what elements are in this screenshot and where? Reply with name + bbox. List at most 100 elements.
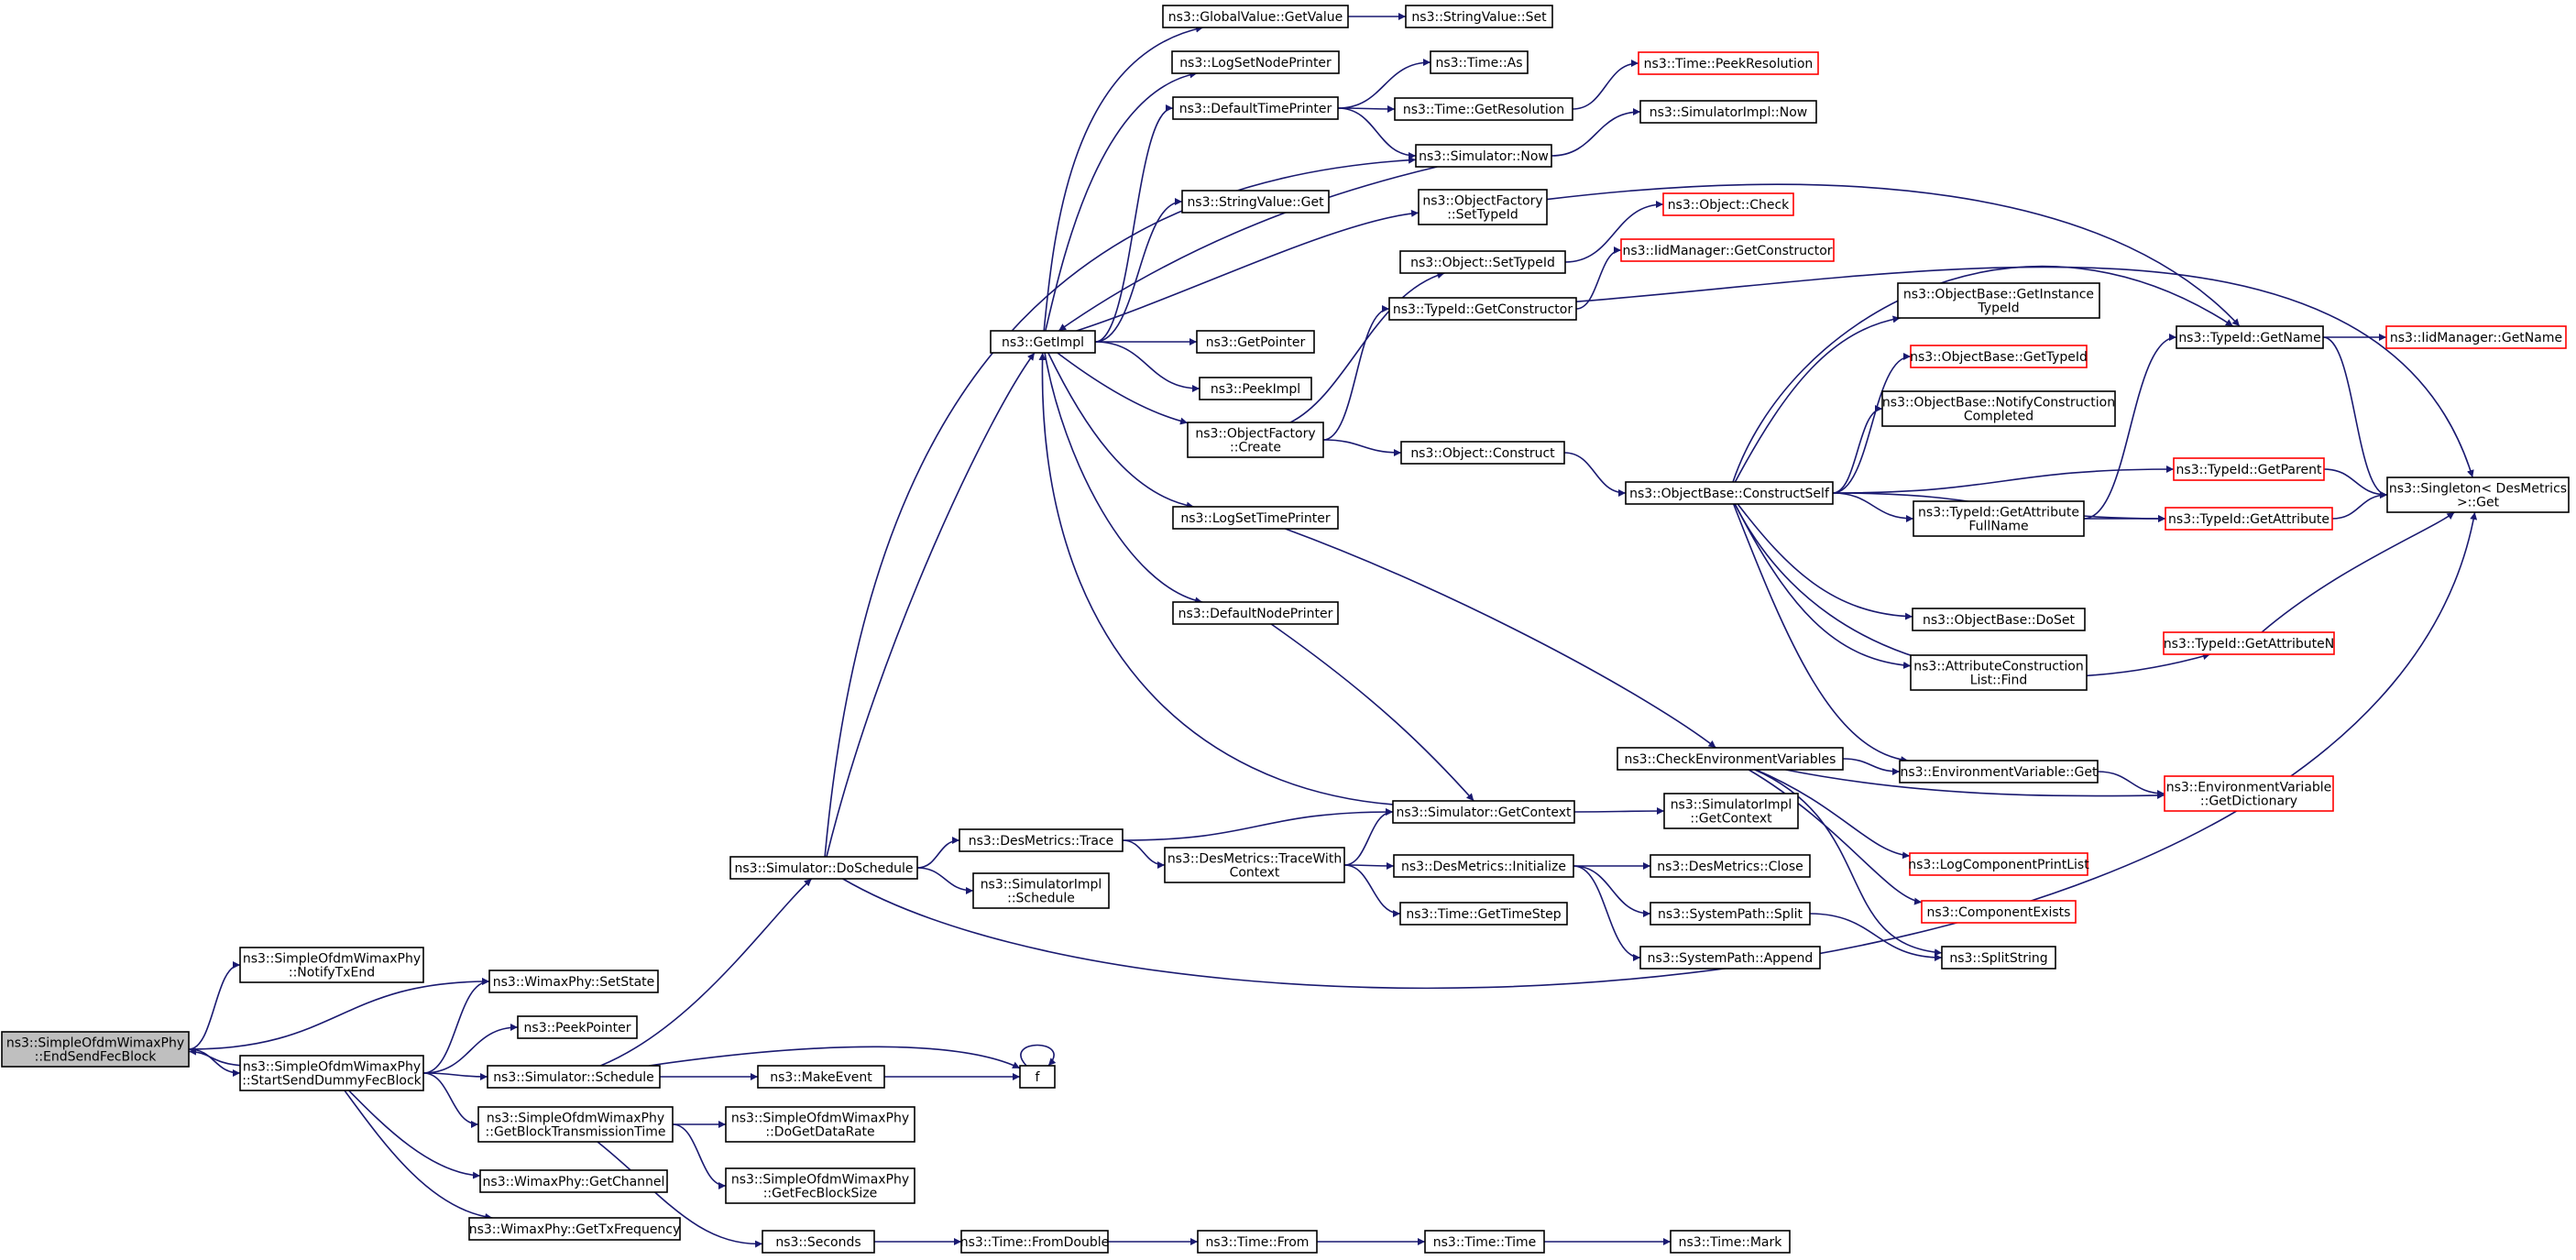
node-label: ns3::Object::SetTypeId — [1410, 256, 1555, 270]
node-tidGetParent[interactable]: ns3::TypeId::GetParent — [2173, 457, 2325, 481]
node-splitString[interactable]: ns3::SplitString — [1941, 946, 2056, 970]
edge-arrow — [1322, 439, 1402, 456]
node-box — [1019, 1065, 1056, 1089]
node-simImplGetContext[interactable]: ns3::SimulatorImpl::GetContext — [1663, 793, 1799, 829]
node-defaultNodePrinter[interactable]: ns3::DefaultNodePrinter — [1172, 601, 1339, 625]
node-label: ns3::SplitString — [1949, 951, 2047, 966]
node-getPointer[interactable]: ns3::GetPointer — [1196, 330, 1315, 354]
node-obDoSet[interactable]: ns3::ObjectBase::DoSet — [1912, 608, 2086, 631]
node-box — [2386, 477, 2570, 513]
node-doSchedule[interactable]: ns3::Simulator::DoSchedule — [729, 856, 918, 880]
node-objCheck[interactable]: ns3::Object::Check — [1662, 192, 1794, 216]
node-fromDouble[interactable]: ns3::Time::FromDouble — [960, 1230, 1110, 1254]
node-makeEvent[interactable]: ns3::MakeEvent — [757, 1065, 885, 1089]
node-label: ::Schedule — [1007, 892, 1075, 906]
node-box — [1162, 5, 1349, 28]
node-singletonGet[interactable]: ns3::Singleton< DesMetrics>::Get — [2386, 477, 2570, 513]
node-sysAppend[interactable]: ns3::SystemPath::Append — [1639, 946, 1821, 970]
edge-f-to-f — [1020, 1044, 1057, 1067]
node-defaultTimePrinter[interactable]: ns3::DefaultTimePrinter — [1172, 96, 1339, 120]
node-notifyConstruction[interactable]: ns3::ObjectBase::NotifyConstructionCompl… — [1881, 390, 2116, 427]
node-label: ns3::Time::Time — [1433, 1235, 1536, 1250]
node-svGet[interactable]: ns3::StringValue::Get — [1181, 190, 1330, 214]
node-logSetTimePrinter[interactable]: ns3::LogSetTimePrinter — [1172, 506, 1339, 530]
node-tidGetName[interactable]: ns3::TypeId::GetName — [2176, 325, 2324, 349]
node-label: ns3::Time::FromDouble — [960, 1235, 1110, 1250]
node-label: ns3::WimaxPhy::GetTxFrequency — [469, 1222, 681, 1237]
edge-arrow — [1832, 466, 2175, 494]
node-getBlockTx[interactable]: ns3::SimpleOfdmWimaxPhy::GetBlockTransmi… — [477, 1106, 674, 1143]
edge-arrow — [1337, 59, 1431, 109]
node-box — [959, 828, 1124, 852]
node-label: ns3::DesMetrics::Initialize — [1401, 860, 1566, 874]
node-label: ns3::Simulator::GetContext — [1396, 805, 1572, 820]
node-label: ::Create — [1230, 441, 1281, 455]
node-tidGetAttribute[interactable]: ns3::TypeId::GetAttribute — [2165, 507, 2333, 531]
node-box — [1670, 1230, 1791, 1254]
node-objConstruct[interactable]: ns3::Object::Construct — [1400, 441, 1565, 465]
node-label: ::GetBlockTransmissionTime — [486, 1125, 666, 1140]
node-timeAs[interactable]: ns3::Time::As — [1430, 50, 1529, 74]
node-root[interactable]: ns3::SimpleOfdmWimaxPhy::EndSendFecBlock — [1, 1031, 190, 1068]
node-sysSplit[interactable]: ns3::SystemPath::Split — [1650, 902, 1811, 926]
node-peekImpl[interactable]: ns3::PeekImpl — [1199, 377, 1312, 400]
node-simNow[interactable]: ns3::Simulator::Now — [1415, 144, 1552, 168]
node-ofSetTypeId[interactable]: ns3::ObjectFactory::SetTypeId — [1418, 189, 1548, 225]
node-peekPointer[interactable]: ns3::PeekPointer — [517, 1015, 638, 1039]
node-desInit[interactable]: ns3::DesMetrics::Initialize — [1393, 854, 1574, 878]
node-doGetDataRate[interactable]: ns3::SimpleOfdmWimaxPhy::DoGetDataRate — [725, 1106, 915, 1143]
node-label: ns3::PeekImpl — [1211, 382, 1300, 397]
node-tidGetAttributeN[interactable]: ns3::TypeId::GetAttributeN — [2163, 631, 2335, 655]
node-getTxFreq[interactable]: ns3::WimaxPhy::GetTxFrequency — [468, 1217, 681, 1241]
node-getImpl[interactable]: ns3::GetImpl — [990, 330, 1096, 354]
edge-constructSelf-to-tidGetParent — [1832, 466, 2175, 494]
edge-arrow — [1732, 503, 1909, 763]
node-envGetDict[interactable]: ns3::EnvironmentVariable::GetDictionary — [2164, 775, 2334, 812]
node-simImplSchedule[interactable]: ns3::SimulatorImpl::Schedule — [972, 872, 1110, 909]
node-timePeekRes[interactable]: ns3::Time::PeekResolution — [1638, 51, 1819, 75]
node-timeMark[interactable]: ns3::Time::Mark — [1670, 1230, 1791, 1254]
node-gvGetValue[interactable]: ns3::GlobalValue::GetValue — [1162, 5, 1349, 28]
node-objSetTypeId[interactable]: ns3::Object::SetTypeId — [1399, 250, 1566, 274]
node-desClose[interactable]: ns3::DesMetrics::Close — [1650, 854, 1811, 878]
node-label: ns3::ObjectFactory — [1195, 427, 1315, 442]
node-label: ns3::TypeId::GetAttribute — [2168, 512, 2329, 527]
edge-arrow — [824, 156, 1417, 858]
node-constructSelf[interactable]: ns3::ObjectBase::ConstructSelf — [1625, 481, 1834, 505]
node-f[interactable]: f — [1019, 1065, 1056, 1089]
node-getTimeStep[interactable]: ns3::Time::GetTimeStep — [1399, 902, 1568, 926]
node-logCompPrintList[interactable]: ns3::LogComponentPrintList — [1908, 852, 2089, 876]
node-desTrace[interactable]: ns3::DesMetrics::Trace — [959, 828, 1124, 852]
node-getChannel[interactable]: ns3::WimaxPhy::GetChannel — [479, 1169, 668, 1193]
node-getContext[interactable]: ns3::Simulator::GetContext — [1392, 800, 1575, 824]
node-envGet[interactable]: ns3::EnvironmentVariable::Get — [1899, 760, 2099, 783]
edge-arrow — [422, 1024, 519, 1074]
node-simImplNow[interactable]: ns3::SimulatorImpl::Now — [1639, 100, 1817, 124]
node-logSetNodePrinter[interactable]: ns3::LogSetNodePrinter — [1171, 50, 1340, 74]
node-notifyTxEnd[interactable]: ns3::SimpleOfdmWimaxPhy::NotifyTxEnd — [239, 947, 424, 983]
node-timeFrom[interactable]: ns3::Time::From — [1197, 1230, 1318, 1254]
node-schedule[interactable]: ns3::Simulator::Schedule — [487, 1065, 661, 1089]
node-iidGetConstructor[interactable]: ns3::IidManager::GetConstructor — [1620, 238, 1835, 262]
node-seconds[interactable]: ns3::Seconds — [762, 1230, 875, 1254]
node-box — [479, 1169, 668, 1193]
edge-arrow — [597, 1141, 763, 1248]
node-svSet[interactable]: ns3::StringValue::Set — [1405, 5, 1553, 28]
node-timeGetRes[interactable]: ns3::Time::GetResolution — [1394, 97, 1573, 121]
node-ofCreate[interactable]: ns3::ObjectFactory::Create — [1187, 422, 1324, 458]
node-checkEnv[interactable]: ns3::CheckEnvironmentVariables — [1617, 747, 1844, 771]
node-compExists[interactable]: ns3::ComponentExists — [1921, 900, 2077, 924]
node-timeTime[interactable]: ns3::Time::Time — [1424, 1230, 1545, 1254]
edge-doSchedule-to-simImplSchedule — [916, 867, 974, 894]
node-startSend[interactable]: ns3::SimpleOfdmWimaxPhy::StartSendDummyF… — [239, 1055, 424, 1091]
node-obGetTypeId[interactable]: ns3::ObjectBase::GetTypeId — [1910, 345, 2088, 368]
node-iidGetName[interactable]: ns3::IidManager::GetName — [2385, 325, 2567, 349]
node-setState[interactable]: ns3::WimaxPhy::SetState — [488, 970, 659, 993]
node-getFecBlockSize[interactable]: ns3::SimpleOfdmWimaxPhy::GetFecBlockSize — [725, 1167, 915, 1204]
edge-arrow — [1058, 166, 1438, 332]
node-tidGetConstructor[interactable]: ns3::TypeId::GetConstructor — [1388, 297, 1577, 321]
